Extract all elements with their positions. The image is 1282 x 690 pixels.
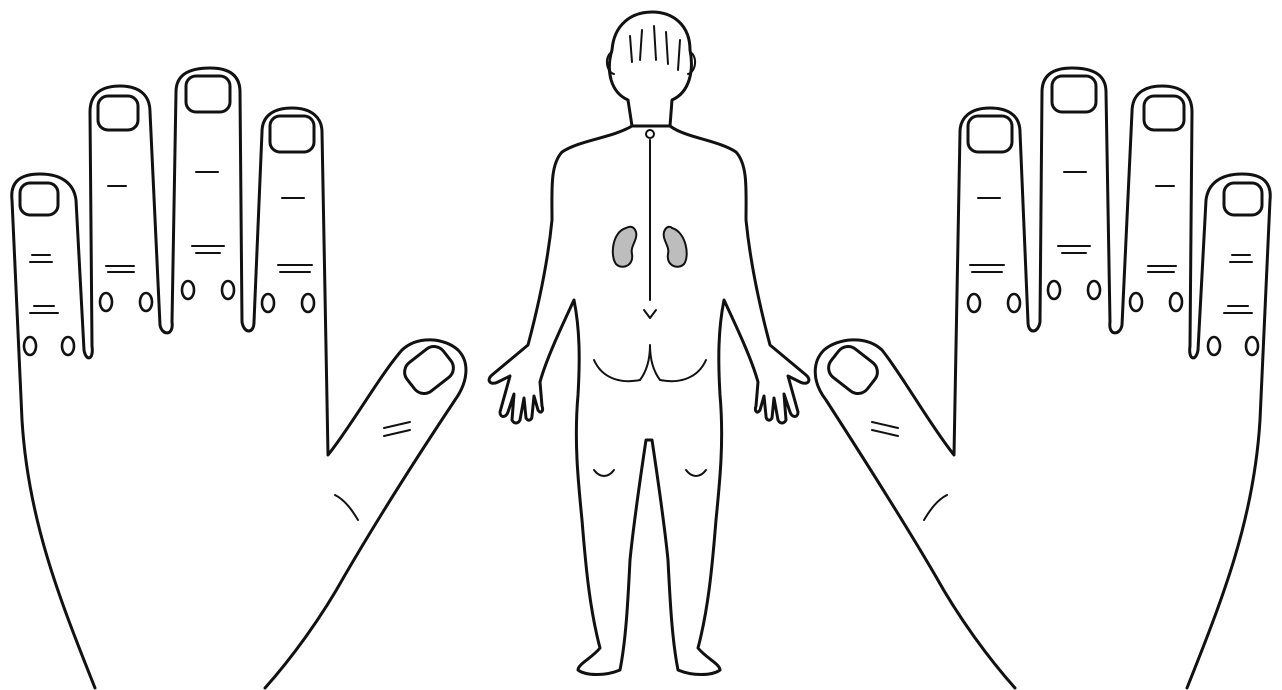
buttocks-line xyxy=(594,345,706,381)
crease-line xyxy=(872,430,898,436)
kidney-point-icon xyxy=(182,281,194,299)
left-hand-outline xyxy=(12,68,466,688)
kidney-point-icon xyxy=(222,281,234,299)
thumb-nail-icon xyxy=(400,342,458,399)
crease-line xyxy=(384,430,410,436)
right-hand-kidney-points xyxy=(968,281,1258,355)
crease-line xyxy=(872,422,898,428)
knee-crease-right xyxy=(686,470,706,476)
nail-icon xyxy=(186,76,230,112)
right-hand xyxy=(815,68,1270,688)
kidney-point-icon xyxy=(140,293,152,311)
kidney-point-icon xyxy=(1246,337,1258,355)
knee-crease-left xyxy=(594,470,614,476)
sacrum-mark xyxy=(644,310,656,318)
neck-vertebra-icon xyxy=(646,130,654,138)
left-hand-kidney-points xyxy=(24,281,314,355)
kidney-left-icon xyxy=(613,227,637,267)
kidney-point-icon xyxy=(24,337,36,355)
nail-icon xyxy=(1052,76,1096,112)
kidney-point-icon xyxy=(100,293,112,311)
left-hand-creases xyxy=(30,172,410,520)
nail-icon xyxy=(98,96,138,130)
palm-crease xyxy=(335,495,358,520)
nail-icon xyxy=(968,116,1012,152)
left-hand xyxy=(12,68,466,688)
human-body-back-view xyxy=(489,12,809,675)
kidney-point-icon xyxy=(1170,293,1182,311)
kidney-point-icon xyxy=(1130,293,1142,311)
kidney-point-icon xyxy=(62,337,74,355)
palm-crease xyxy=(924,495,947,520)
kidney-point-icon xyxy=(302,294,314,312)
nail-icon xyxy=(270,116,314,152)
crease-line xyxy=(384,422,410,428)
right-hand-creases xyxy=(872,172,1252,520)
kidney-point-icon xyxy=(1208,337,1220,355)
right-hand-outline xyxy=(815,68,1270,688)
nail-icon xyxy=(1144,96,1184,130)
nail-icon xyxy=(1224,183,1262,215)
head-outline xyxy=(609,12,691,126)
kidney-point-icon xyxy=(262,294,274,312)
nail-icon xyxy=(20,183,58,215)
hair-strands xyxy=(630,26,680,70)
kidney-point-icon xyxy=(968,294,980,312)
kidney-point-icon xyxy=(1008,294,1020,312)
kidney-right-icon xyxy=(664,227,687,267)
kidney-point-icon xyxy=(1088,281,1100,299)
kidney-point-icon xyxy=(1048,281,1060,299)
thumb-nail-icon xyxy=(824,342,882,399)
